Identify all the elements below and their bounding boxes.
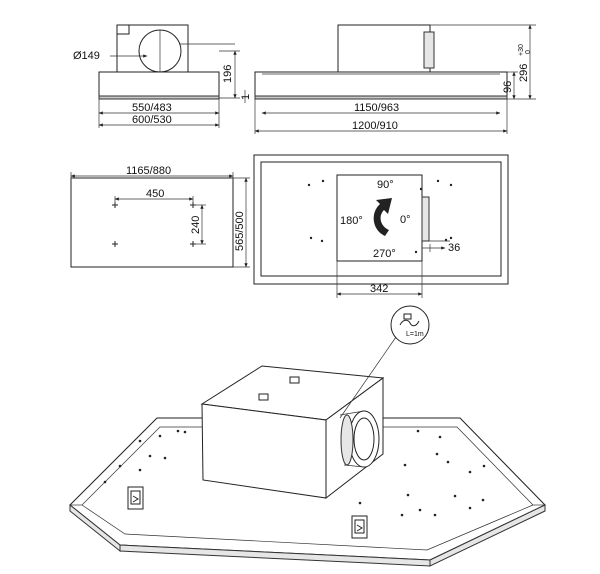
side-view: 96 296 +30 0 1150/963 1200/910 — [254, 24, 536, 134]
iso-motor-tag-1 — [289, 376, 300, 384]
top-outlet — [421, 196, 430, 242]
cutout-width-label: 1165/880 — [126, 165, 171, 177]
hole-spacing-x-label: 450 — [146, 188, 164, 200]
total-height-tolerance-plus: +30 — [518, 44, 525, 56]
motor-width-label: 342 — [370, 283, 388, 295]
angle-270-label: 270° — [373, 248, 396, 260]
side-outlet — [423, 31, 435, 69]
cutout-height-label: 565/500 — [234, 211, 246, 251]
angle-0-label: 0° — [400, 214, 411, 226]
total-height-label: 296 — [518, 64, 530, 82]
iso-screw-dots — [103, 429, 486, 517]
top-screw-dots — [307, 179, 453, 254]
rotation-arrow-icon — [373, 198, 392, 236]
isometric-view: L=1m — [69, 305, 546, 567]
side-length-outer: 1200/910 — [352, 120, 398, 132]
body-height-label: 96 — [502, 81, 514, 93]
motor-height-label: 196 — [222, 65, 234, 83]
side-motor-box — [337, 24, 431, 73]
cutout-view: 1165/880 450 240 565/500 — [70, 165, 250, 268]
cable-callout-circle — [390, 305, 430, 345]
iso-clamp-left — [127, 486, 144, 510]
side-body — [254, 71, 508, 97]
front-width-inner: 550/483 — [132, 102, 172, 114]
front-body — [98, 71, 220, 97]
cable-callout-line — [339, 336, 397, 419]
side-length-inner: 1150/963 — [354, 102, 399, 114]
cable-length-label: L=1m — [406, 331, 424, 338]
angle-180-label: 180° — [340, 215, 363, 227]
total-height-tolerance-zero: 0 — [525, 50, 532, 54]
side-frame — [254, 95, 508, 100]
cutout-rect — [70, 177, 234, 268]
thickness-label: 1 — [240, 94, 252, 100]
hole-spacing-y-label: 240 — [190, 216, 202, 234]
outlet-offset-label: 36 — [448, 242, 460, 254]
front-view: Ø149 196 1 550/483 600/530 — [73, 24, 252, 128]
cable-plug-icon — [399, 319, 420, 327]
duct-diameter-label: Ø149 — [73, 50, 100, 62]
angle-90-label: 90° — [377, 179, 394, 191]
iso-motor-tag-2 — [258, 393, 269, 401]
front-motor-label — [116, 24, 130, 35]
front-frame — [98, 95, 220, 100]
top-view: 90° 180° 0° 270° 36 342 — [253, 154, 509, 298]
iso-clamp-right — [351, 515, 368, 539]
front-width-outer: 600/530 — [132, 114, 172, 126]
cable-plug-head-icon — [403, 313, 412, 320]
